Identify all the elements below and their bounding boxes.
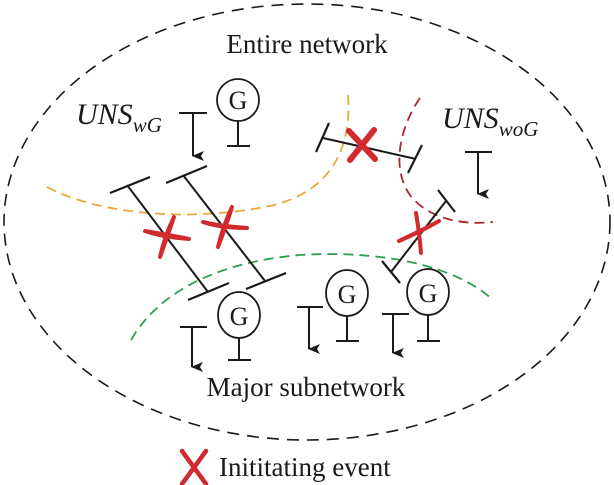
load-uns-wog [465, 151, 492, 199]
legend: Inititating event [179, 448, 391, 485]
entire-network-label: Entire network [226, 29, 388, 59]
generator-major-1: G [217, 291, 261, 361]
event-cross-icon [397, 211, 441, 255]
uns-wog-label: UNSwoG [442, 102, 538, 141]
entire-network-boundary [3, 3, 611, 441]
legend-cross-icon [179, 448, 209, 485]
svg-text:G: G [419, 279, 438, 308]
generator-uns-wg: G [216, 78, 260, 147]
uns-wg-label: UNSwG [76, 98, 162, 137]
uns-wg-boundary [46, 94, 350, 216]
load-uns-wg [179, 112, 207, 161]
major-subnetwork-boundary [130, 253, 494, 341]
event-cross-icon [143, 215, 191, 259]
load-major-3 [382, 313, 409, 358]
generator-major-2: G [325, 269, 369, 342]
load-major-2 [297, 306, 323, 354]
load-major-1 [180, 326, 207, 372]
legend-label: Inititating event [219, 452, 391, 482]
branch-3 [314, 122, 423, 174]
major-subnetwork-label: Major subnetwork [207, 372, 406, 402]
uns-wog-boundary [398, 97, 494, 224]
svg-text:G: G [230, 302, 249, 331]
generator-major-3: G [406, 268, 450, 342]
event-cross-icon [346, 127, 378, 163]
event-cross-icon [201, 205, 249, 249]
svg-text:G: G [338, 280, 357, 309]
svg-text:G: G [229, 86, 248, 115]
